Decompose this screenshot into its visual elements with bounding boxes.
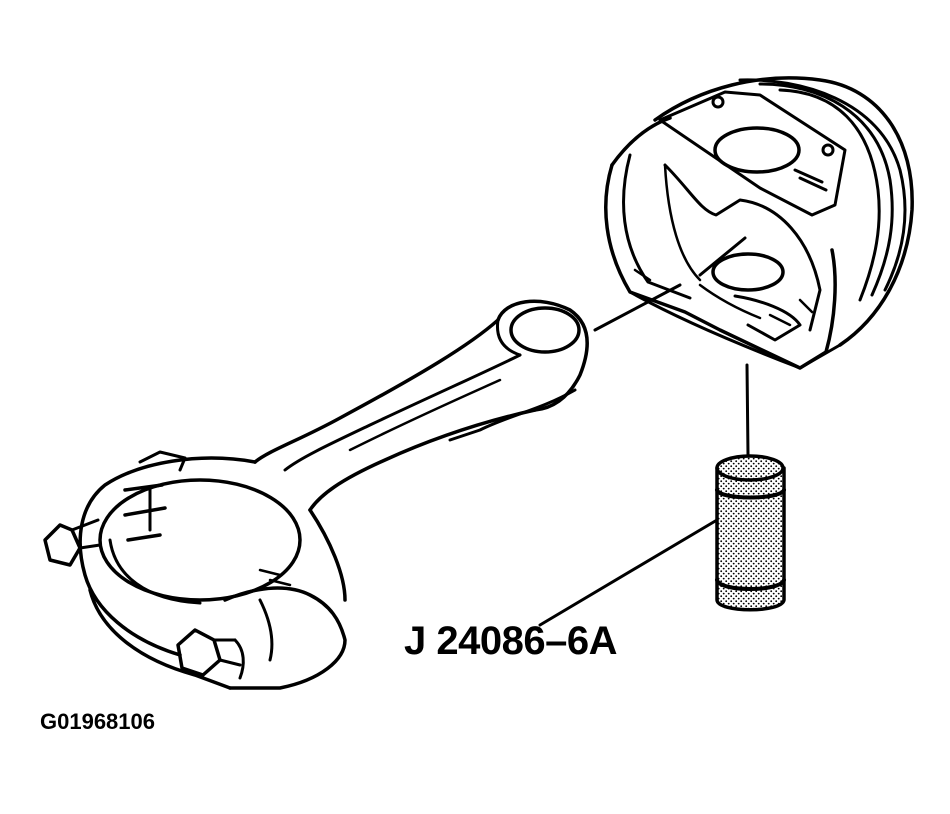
callout-leader-line <box>538 518 719 627</box>
alignment-line-rod-piston <box>593 236 747 332</box>
piston-pin <box>715 454 786 612</box>
alignment-line-pin-piston <box>745 363 750 457</box>
tool-callout-label: J 24086–6A <box>404 619 617 663</box>
connecting-rod <box>43 299 589 690</box>
piston <box>604 76 914 370</box>
figure-id-label: G01968106 <box>40 709 155 734</box>
